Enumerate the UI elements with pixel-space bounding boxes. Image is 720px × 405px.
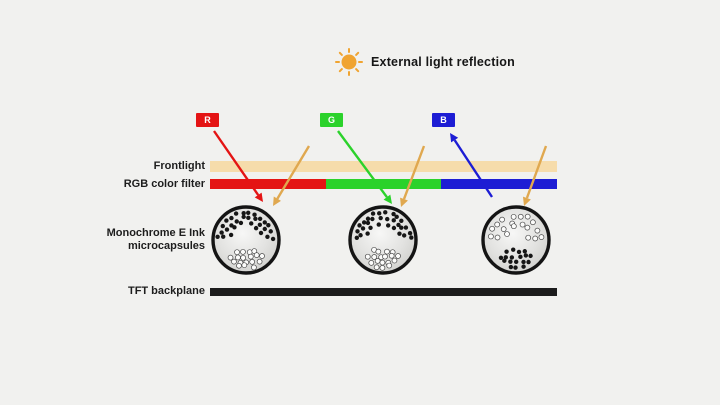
- red-channel-label: R: [196, 113, 219, 127]
- green-channel-label: G: [320, 113, 343, 127]
- red-filter-segment: [210, 179, 326, 189]
- blue-filter-segment: [441, 179, 558, 189]
- tft-backplane-bar: [210, 288, 557, 296]
- green-filter-segment: [325, 179, 442, 189]
- rgb-color-filter-bar: [210, 179, 558, 189]
- microcapsule: [211, 205, 281, 275]
- microcapsules-label-line1: Monochrome E Ink: [106, 227, 205, 239]
- microcapsule: [348, 205, 418, 275]
- diagram-title: External light reflection: [371, 55, 515, 69]
- blue-channel-label: B: [432, 113, 455, 127]
- microcapsules-label-line2: microcapsules: [127, 240, 205, 252]
- incident-light-arrow-3: [522, 145, 548, 206]
- sun-icon: [335, 48, 363, 76]
- microcapsule: [481, 205, 551, 275]
- incident-light-arrow-2: [400, 145, 426, 207]
- microcapsules-label: Monochrome E Ink microcapsules: [107, 227, 205, 253]
- incident-light-arrow-1: [273, 145, 311, 206]
- frontlight-label: Frontlight: [153, 160, 205, 172]
- frontlight-bar: [210, 161, 557, 172]
- external-light-title-group: External light reflection: [334, 47, 515, 77]
- rgb-color-filter-label: RGB color filter: [123, 178, 205, 190]
- tft-backplane-label: TFT backplane: [127, 285, 205, 297]
